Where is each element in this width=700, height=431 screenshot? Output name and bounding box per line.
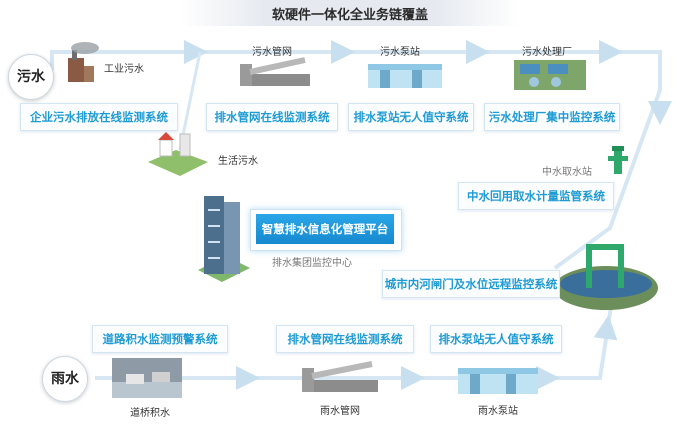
title-bar bbox=[180, 0, 520, 26]
rain-node: 雨水 bbox=[42, 356, 88, 402]
enterprise-sewage-system: 企业污水排放在线监测系统 bbox=[20, 103, 178, 131]
reclaimed-intake-label: 中水取水站 bbox=[542, 167, 592, 178]
group-center-label: 排水集团监控中心 bbox=[272, 258, 352, 269]
river-gate-system: 城市内河闸门及水位远程监控系统 bbox=[382, 270, 560, 298]
flooded-road-icon bbox=[112, 358, 182, 398]
houses-icon bbox=[148, 132, 208, 176]
factory-icon bbox=[68, 42, 99, 82]
pipe-icon bbox=[240, 57, 310, 86]
domestic-sewage-label: 生活污水 bbox=[218, 156, 258, 167]
sewage-flow-line bbox=[50, 50, 662, 270]
platform-title: 智慧排水信息化管理平台 bbox=[256, 214, 394, 244]
pump-station-icon bbox=[368, 64, 442, 88]
page-title: 软硬件一体化全业务链覆盖 bbox=[271, 8, 428, 23]
sewage-node: 污水 bbox=[8, 54, 54, 100]
sewage-pump-label: 污水泵站 bbox=[380, 47, 420, 58]
hydrant-icon bbox=[608, 146, 628, 174]
rain-pump-label: 雨水泵站 bbox=[478, 406, 518, 417]
rain-pipe-icon bbox=[302, 361, 378, 392]
building-icon bbox=[198, 196, 250, 282]
rain-pump-icon bbox=[458, 368, 538, 394]
sewage-plant-label: 污水处理厂 bbox=[522, 47, 572, 58]
road-water-label: 道桥积水 bbox=[130, 408, 170, 419]
rain-pipe-label: 雨水管网 bbox=[320, 406, 360, 417]
drain-pipe-system-top: 排水管网在线监测系统 bbox=[206, 103, 338, 131]
industrial-sewage-label: 工业污水 bbox=[104, 64, 144, 75]
river-gate-icon bbox=[554, 244, 658, 310]
road-warning-system: 道路积水监测预警系统 bbox=[92, 325, 228, 353]
sewage-pipe-label: 污水管网 bbox=[252, 47, 292, 58]
drain-pipe-system-bottom: 排水管网在线监测系统 bbox=[276, 325, 414, 353]
pump-unattended-system-top: 排水泵站无人值守系统 bbox=[348, 103, 474, 131]
platform-box: 智慧排水信息化管理平台 bbox=[250, 209, 402, 251]
plant-central-system: 污水处理厂集中监控系统 bbox=[484, 103, 620, 131]
flow-arrow bbox=[593, 315, 618, 341]
treatment-plant-icon bbox=[514, 60, 586, 90]
pump-unattended-system-bottom: 排水泵站无人值守系统 bbox=[430, 325, 562, 353]
reclaimed-metering-system: 中水回用取水计量监管系统 bbox=[458, 182, 614, 210]
